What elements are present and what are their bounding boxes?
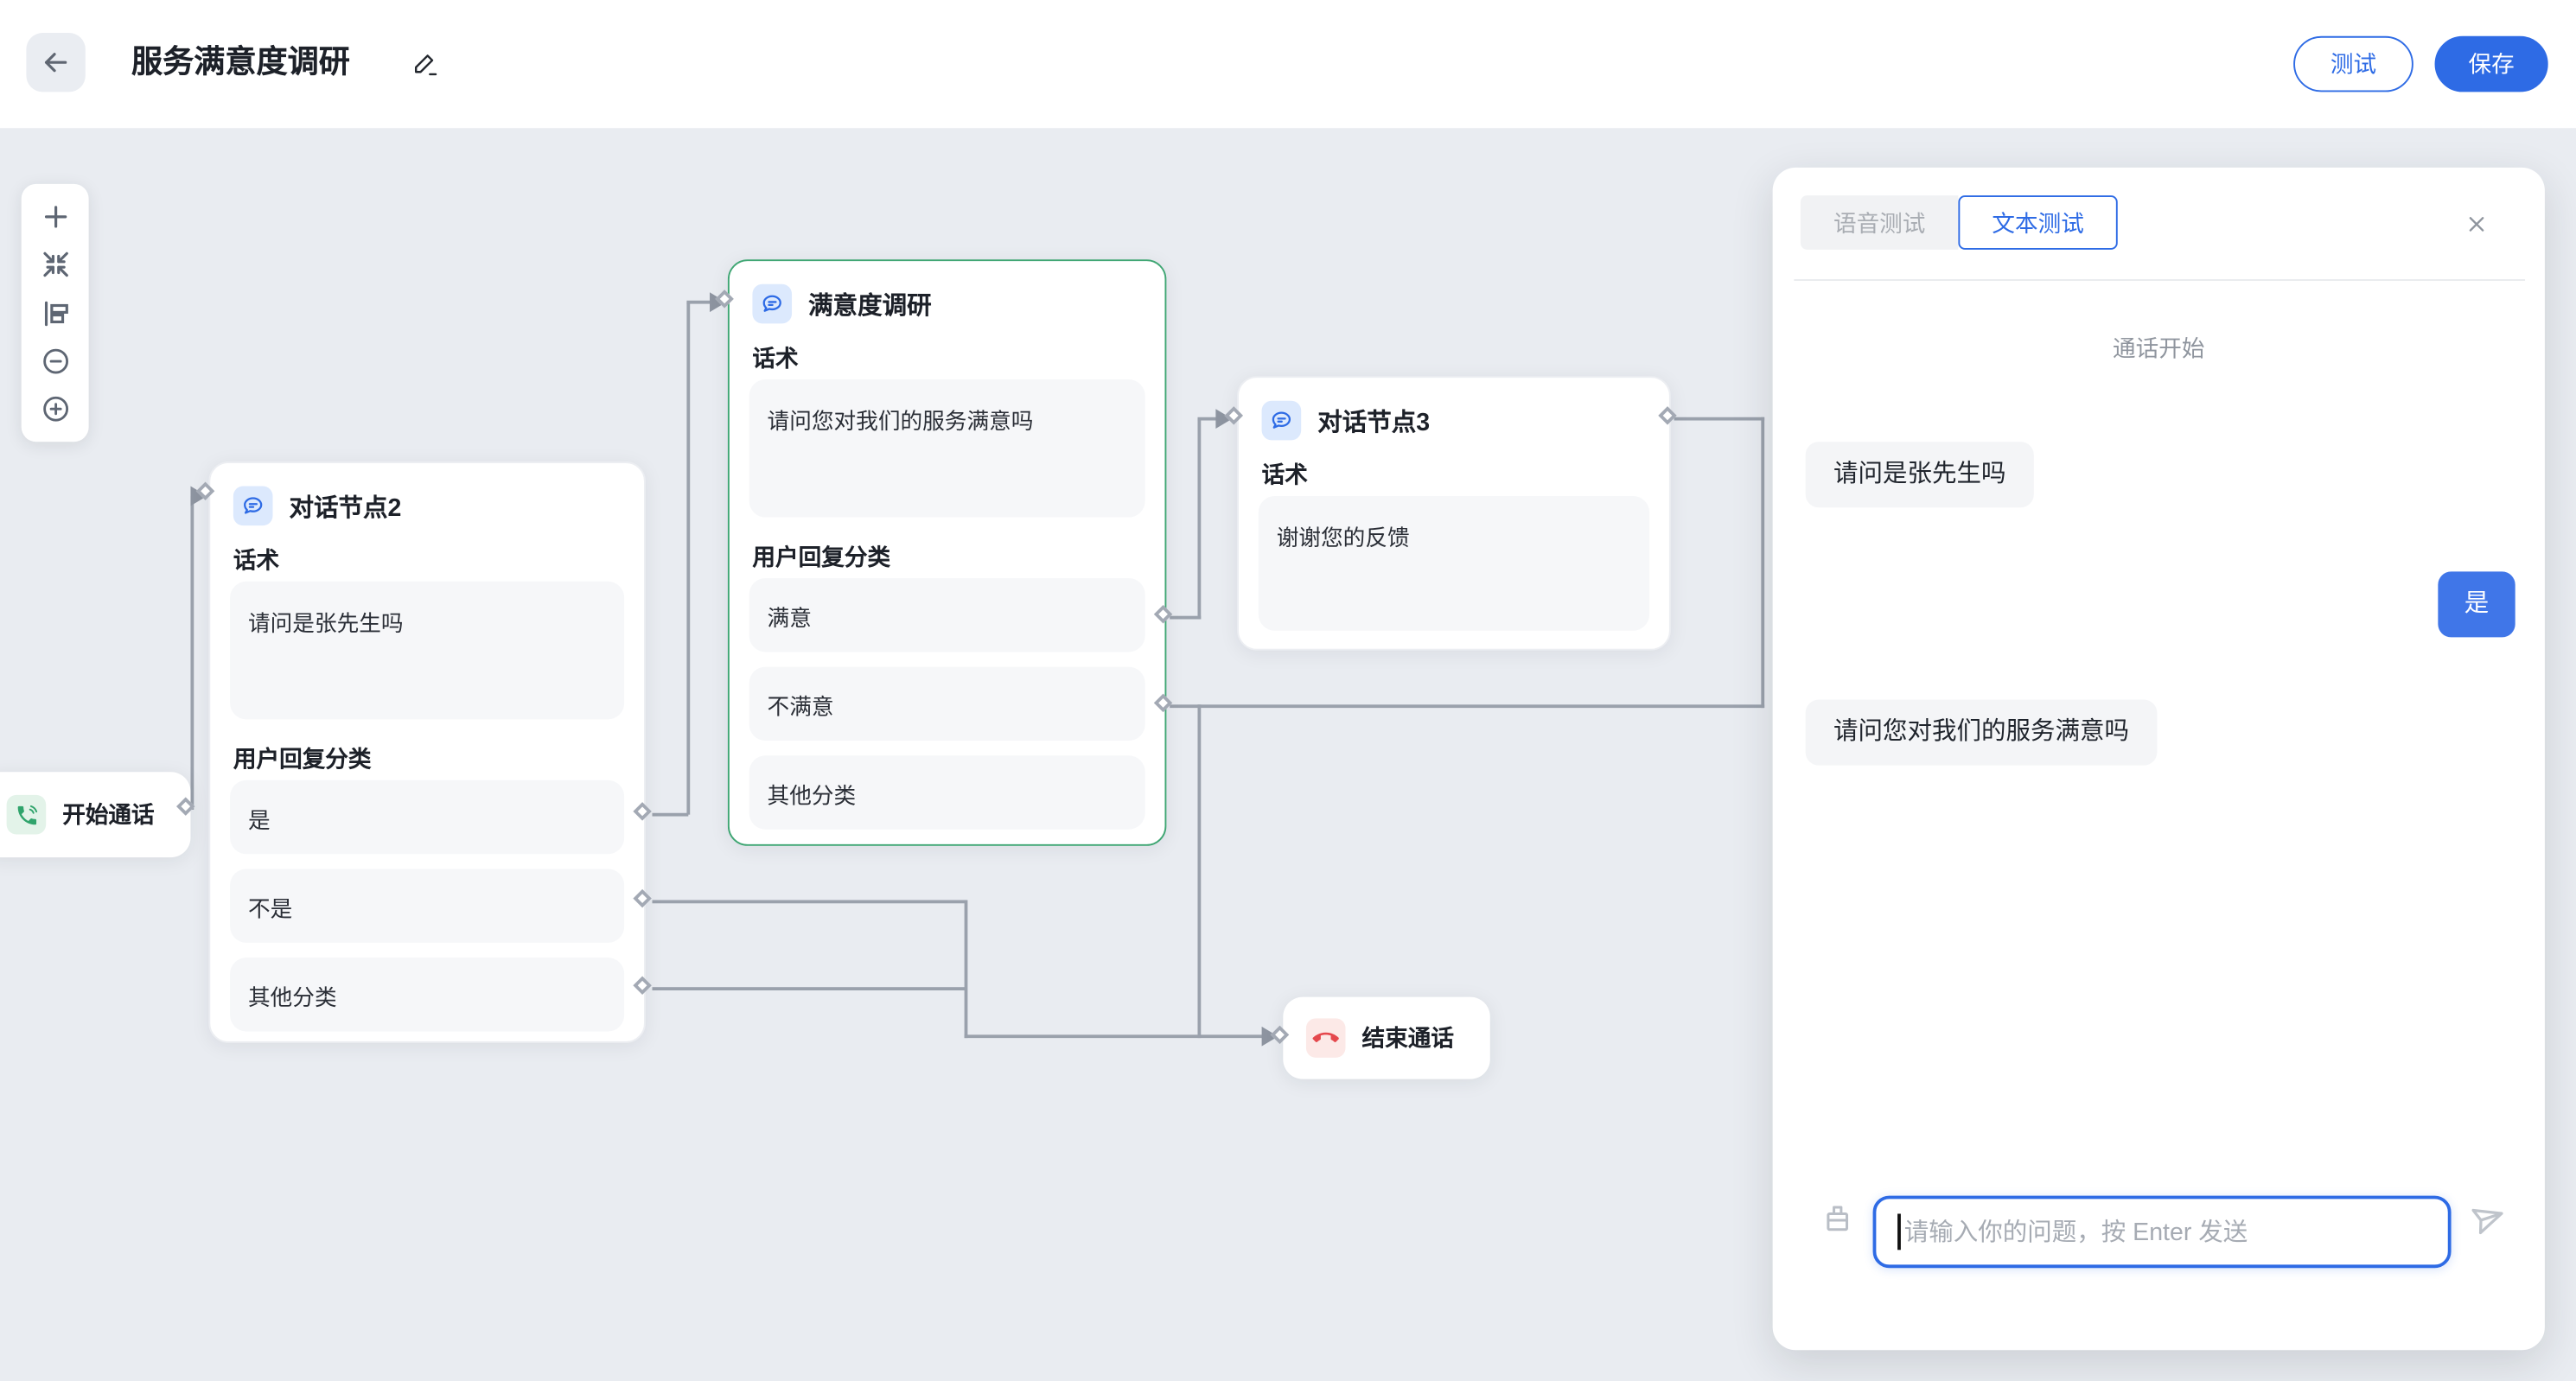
- phone-end-icon: [1305, 1018, 1346, 1058]
- plus-icon: [39, 200, 72, 233]
- clear-brush-icon: [1820, 1202, 1855, 1237]
- connector-line: [1197, 704, 1202, 1039]
- layout-icon: [39, 296, 72, 329]
- zoom-in-icon: [39, 392, 72, 425]
- connector-line: [1761, 417, 1765, 709]
- node-label: 结束通话: [1361, 1024, 1454, 1052]
- chat-input[interactable]: [1872, 1195, 2452, 1269]
- call-start-label: 通话开始: [2113, 334, 2205, 362]
- script-text-box[interactable]: 谢谢您的反馈: [1258, 495, 1650, 631]
- chat-message-bot: 请问您对我们的服务满意吗: [1805, 699, 2158, 766]
- chat-message-user: 是: [2438, 571, 2515, 638]
- node-start-call[interactable]: 开始通话: [0, 772, 191, 858]
- connector-line: [652, 987, 966, 991]
- node-header: 满意度调研: [730, 261, 1165, 324]
- close-icon: [2464, 212, 2490, 237]
- add-node-button[interactable]: [37, 199, 73, 235]
- close-panel-button[interactable]: [2464, 212, 2490, 237]
- node-header: 对话节点3: [1239, 378, 1669, 441]
- connector-line: [652, 900, 966, 904]
- top-bar: 服务满意度调研 测试 保存: [0, 0, 2576, 129]
- branch-row[interactable]: 满意: [749, 577, 1145, 652]
- script-section-label: 话术: [233, 546, 280, 574]
- zoom-out-icon: [39, 345, 72, 378]
- send-button[interactable]: [2464, 1194, 2512, 1242]
- connector-line: [964, 1034, 1266, 1039]
- script-section-label: 话术: [752, 345, 799, 372]
- phone-start-icon: [6, 794, 47, 835]
- node-title: 满意度调研: [808, 291, 932, 320]
- connector-line: [1197, 418, 1202, 620]
- back-arrow-icon: [40, 46, 73, 79]
- fit-view-button[interactable]: [37, 247, 73, 283]
- connector-line: [1674, 417, 1765, 421]
- node-dialog3[interactable]: 对话节点3 话术 谢谢您的反馈: [1237, 376, 1671, 651]
- test-panel: 语音测试 文本测试 通话开始 请问是张先生吗 是 请问您对我们的服务满意吗: [1772, 167, 2545, 1351]
- back-button[interactable]: [26, 33, 86, 92]
- connector-line: [686, 300, 713, 304]
- test-mode-tabs: 语音测试 文本测试: [1800, 195, 2118, 250]
- fit-view-icon: [39, 248, 72, 281]
- chat-bubble-icon: [1261, 400, 1302, 441]
- branch-row[interactable]: 是: [230, 780, 625, 855]
- page-title: 服务满意度调研: [131, 46, 350, 81]
- connector-line: [1170, 615, 1202, 620]
- connector-line: [1170, 704, 1202, 709]
- clear-conversation-button[interactable]: [1820, 1202, 1855, 1237]
- node-header: 对话节点2: [210, 463, 644, 526]
- node-title: 对话节点3: [1317, 408, 1431, 436]
- edit-title-pencil-icon[interactable]: [411, 49, 438, 77]
- flow-canvas[interactable]: 开始通话 对话节点2 话术 请问是张先生吗 用户回复分类 是 不是 其他分类: [0, 128, 2576, 1381]
- script-text-box[interactable]: 请问您对我们的服务满意吗: [749, 379, 1145, 518]
- tab-voice-test[interactable]: 语音测试: [1800, 195, 1959, 250]
- tab-text-test[interactable]: 文本测试: [1958, 195, 2118, 250]
- node-end-call[interactable]: 结束通话: [1283, 996, 1490, 1079]
- branch-row[interactable]: 不满意: [749, 666, 1145, 741]
- auto-layout-button[interactable]: [37, 295, 73, 331]
- chat-bubble-icon: [752, 283, 793, 324]
- connector-line: [686, 302, 691, 815]
- script-text-box[interactable]: 请问是张先生吗: [230, 581, 625, 720]
- branch-row[interactable]: 其他分类: [230, 957, 625, 1032]
- text-caret: [1897, 1213, 1901, 1251]
- branch-row[interactable]: 不是: [230, 869, 625, 943]
- chat-message-bot: 请问是张先生吗: [1805, 442, 2034, 508]
- branch-row[interactable]: 其他分类: [749, 755, 1145, 830]
- node-satisfaction-survey[interactable]: 满意度调研 话术 请问您对我们的服务满意吗 用户回复分类 满意 不满意 其他分类: [727, 259, 1167, 846]
- node-label: 开始通话: [62, 801, 155, 828]
- test-button[interactable]: 测试: [2293, 35, 2413, 92]
- panel-divider: [1794, 279, 2526, 281]
- node-title: 对话节点2: [289, 493, 402, 522]
- node-dialog2[interactable]: 对话节点2 话术 请问是张先生吗 用户回复分类 是 不是 其他分类: [208, 461, 646, 1043]
- chat-bubble-icon: [233, 486, 273, 526]
- save-button[interactable]: 保存: [2434, 35, 2548, 92]
- reply-section-label: 用户回复分类: [233, 745, 372, 773]
- connector-line: [652, 812, 689, 817]
- zoom-out-button[interactable]: [37, 343, 73, 379]
- connector-line: [1197, 417, 1221, 421]
- connector-line: [1197, 704, 1765, 709]
- script-section-label: 话术: [1261, 461, 1308, 488]
- canvas-toolbar: [21, 183, 89, 442]
- send-plane-icon: [2464, 1194, 2512, 1242]
- connector-line: [964, 900, 968, 1039]
- connector-line: [190, 495, 194, 810]
- zoom-in-button[interactable]: [37, 391, 73, 427]
- reply-section-label: 用户回复分类: [752, 544, 891, 570]
